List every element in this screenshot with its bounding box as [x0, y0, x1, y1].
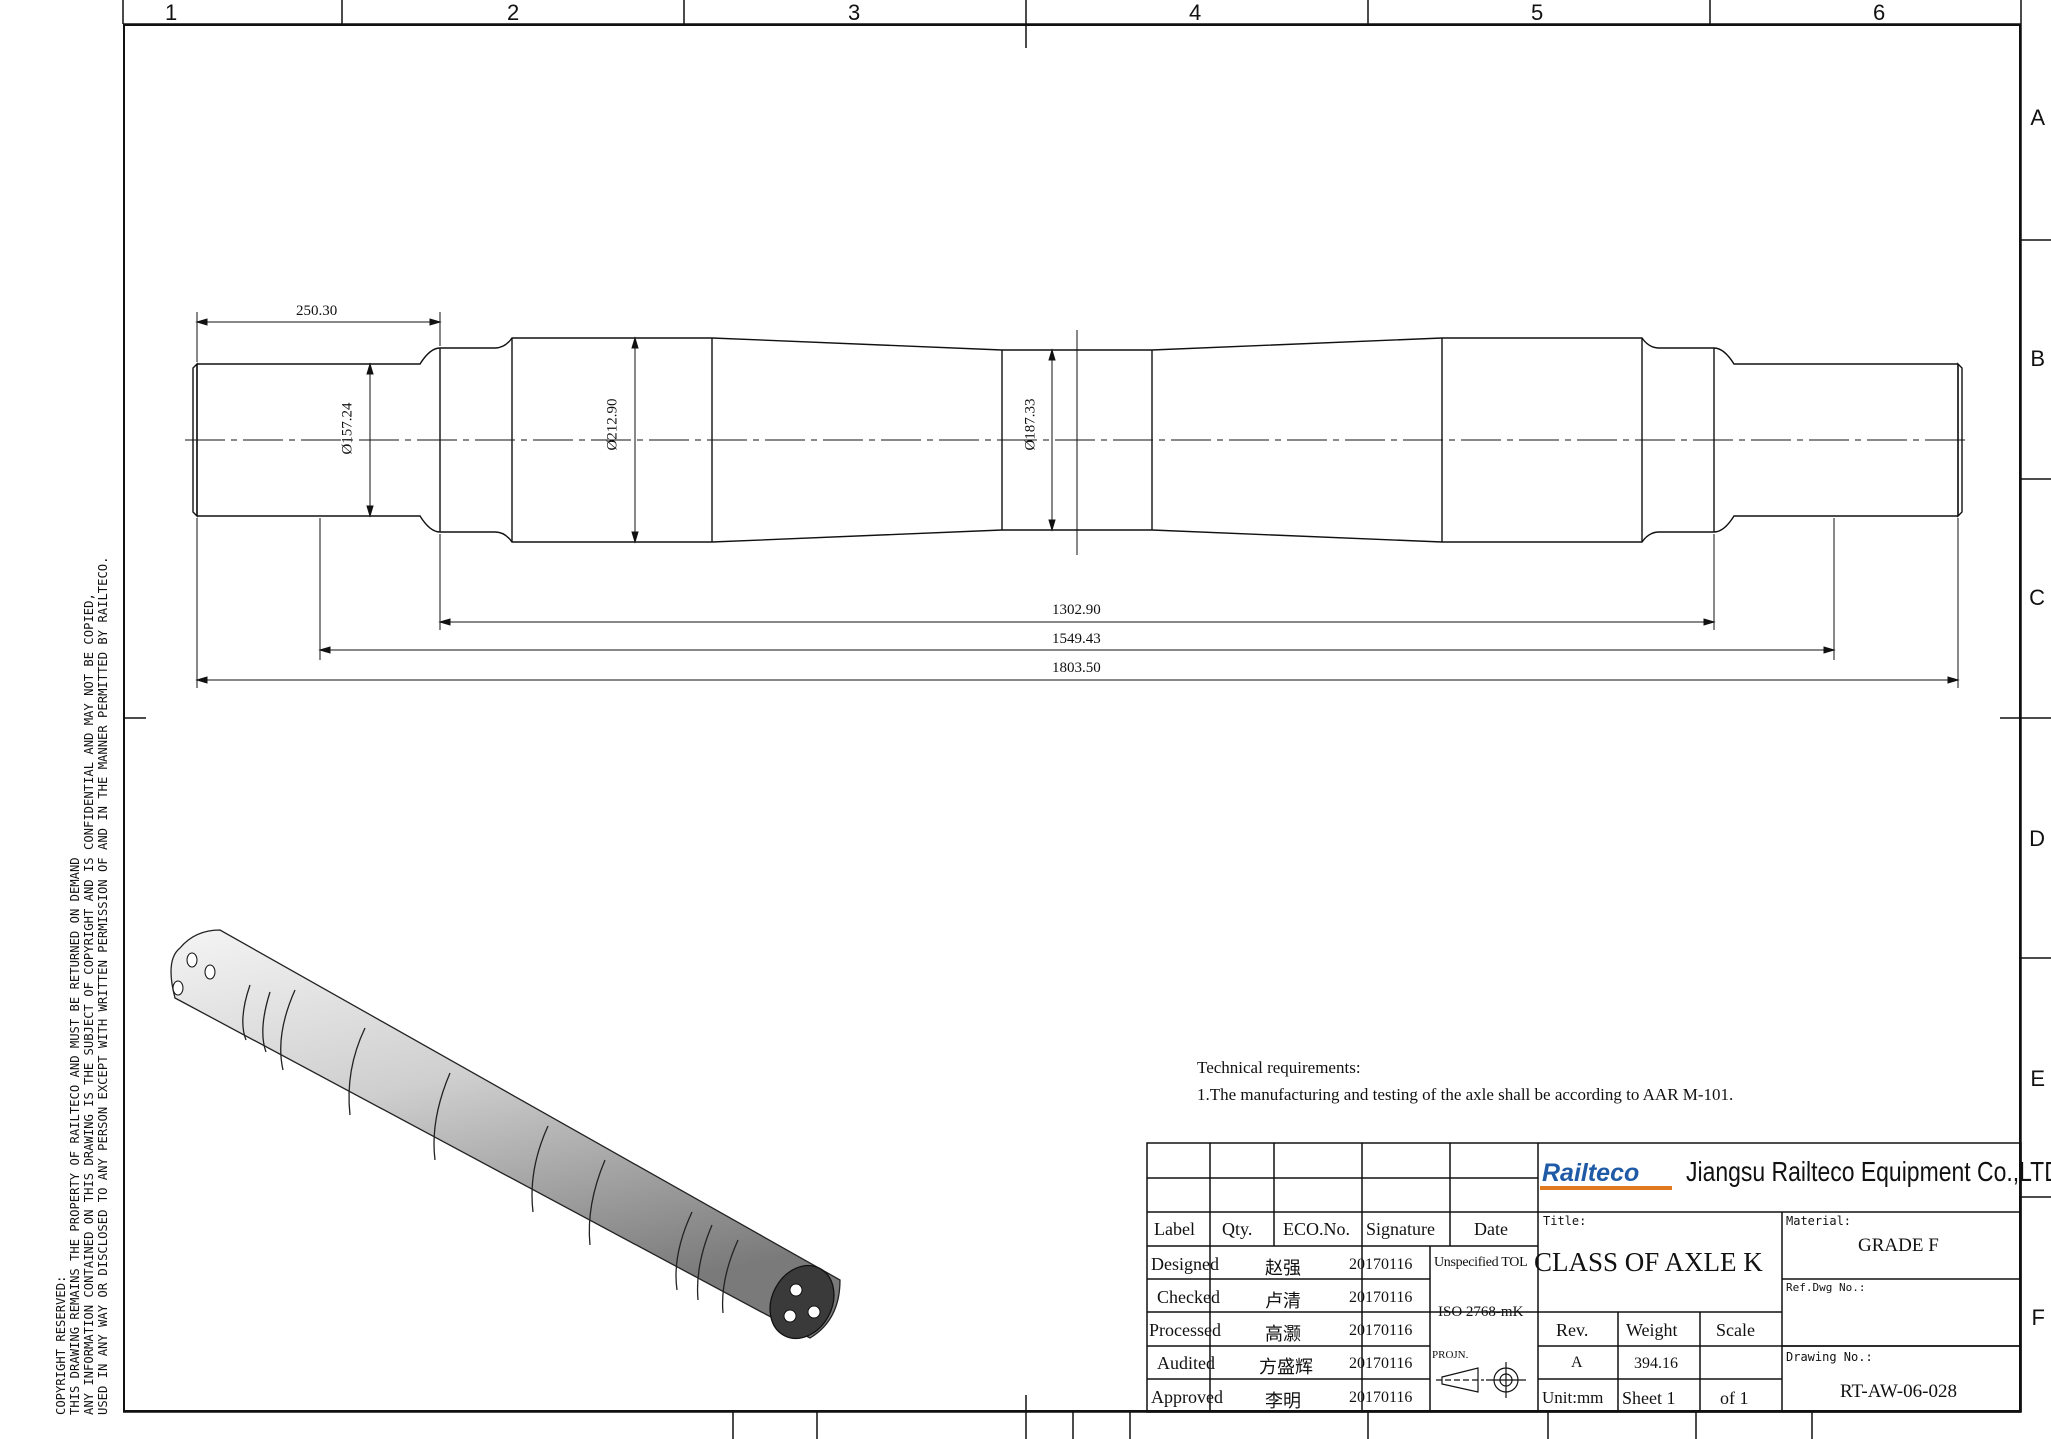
material-label: Material:	[1786, 1214, 1852, 1228]
name-checked: 卢清	[1265, 1291, 1301, 1311]
zone-col-5: 5	[1531, 0, 1544, 25]
ref-dwg-label: Ref.Dwg No.:	[1786, 1281, 1866, 1294]
unit-value: Unit:mm	[1542, 1388, 1604, 1407]
zone-col-1: 1	[165, 0, 178, 25]
name-processed: 高灏	[1265, 1324, 1301, 1344]
company-name: Jiangsu Railteco Equipment Co.,LTD	[1686, 1156, 2051, 1187]
hdr-date: Date	[1474, 1219, 1508, 1239]
name-audited: 方盛辉	[1259, 1357, 1313, 1377]
tol-standard: ISO 2768-mK	[1438, 1304, 1524, 1320]
name-designed: 赵强	[1265, 1258, 1301, 1278]
axle-isometric-view	[170, 929, 841, 1340]
weight-value: 394.16	[1634, 1355, 1678, 1372]
date-processed: 20170116	[1349, 1322, 1413, 1339]
zone-row-d: D	[2029, 826, 2045, 851]
railteco-logo: Railteco	[1542, 1159, 1640, 1187]
drawing-title: CLASS OF AXLE K	[1534, 1247, 1763, 1277]
hdr-eco: ECO.No.	[1283, 1219, 1350, 1239]
dim-250: 250.30	[296, 303, 338, 319]
dim-1803: 1803.50	[1052, 660, 1101, 676]
tech-heading: Technical requirements:	[1197, 1058, 1361, 1077]
role-checked: Checked	[1157, 1287, 1220, 1307]
role-processed: Processed	[1149, 1320, 1221, 1340]
drawing-no-value: RT-AW-06-028	[1840, 1381, 1957, 1402]
logo-bar	[1540, 1186, 1672, 1190]
technical-requirements: Technical requirements: 1.The manufactur…	[1197, 1054, 1733, 1108]
hdr-label: Label	[1154, 1219, 1195, 1239]
date-designed: 20170116	[1349, 1256, 1413, 1273]
zone-row-b: B	[2030, 346, 2045, 371]
date-audited: 20170116	[1349, 1355, 1413, 1372]
projection-symbol	[1436, 1362, 1526, 1398]
rev-value: A	[1571, 1354, 1583, 1371]
date-checked: 20170116	[1349, 1289, 1413, 1306]
zone-row-c: C	[2029, 585, 2045, 610]
scale-label: Scale	[1716, 1320, 1755, 1340]
sheet-value: Sheet 1	[1622, 1388, 1676, 1408]
drawing-no-label: Drawing No.:	[1786, 1350, 1873, 1364]
tech-line-1: 1.The manufacturing and testing of the a…	[1197, 1085, 1734, 1104]
of-value: of 1	[1720, 1388, 1749, 1408]
zone-row-a: A	[2030, 105, 2045, 130]
zone-row-e: E	[2030, 1066, 2045, 1091]
projn-label: PROJN.	[1432, 1349, 1469, 1361]
date-approved: 20170116	[1349, 1389, 1413, 1406]
zone-row-f: F	[2031, 1305, 2045, 1330]
zone-col-4: 4	[1189, 0, 1202, 25]
material-value: GRADE F	[1858, 1235, 1939, 1256]
role-audited: Audited	[1157, 1353, 1215, 1373]
weight-label: Weight	[1626, 1320, 1678, 1340]
dim-1302: 1302.90	[1052, 602, 1101, 618]
dim-1549: 1549.43	[1052, 631, 1101, 647]
zone-col-2: 2	[507, 0, 520, 25]
zone-col-6: 6	[1873, 0, 1886, 25]
title-label: Title:	[1543, 1214, 1587, 1228]
unspecified-tol: Unspecified TOL	[1434, 1255, 1528, 1270]
rev-label: Rev.	[1556, 1320, 1589, 1340]
name-approved: 李明	[1265, 1391, 1301, 1411]
role-approved: Approved	[1151, 1387, 1223, 1407]
role-designed: Designed	[1151, 1254, 1219, 1274]
zone-col-3: 3	[848, 0, 861, 25]
hdr-qty: Qty.	[1222, 1219, 1253, 1239]
hdr-signature: Signature	[1366, 1219, 1435, 1239]
